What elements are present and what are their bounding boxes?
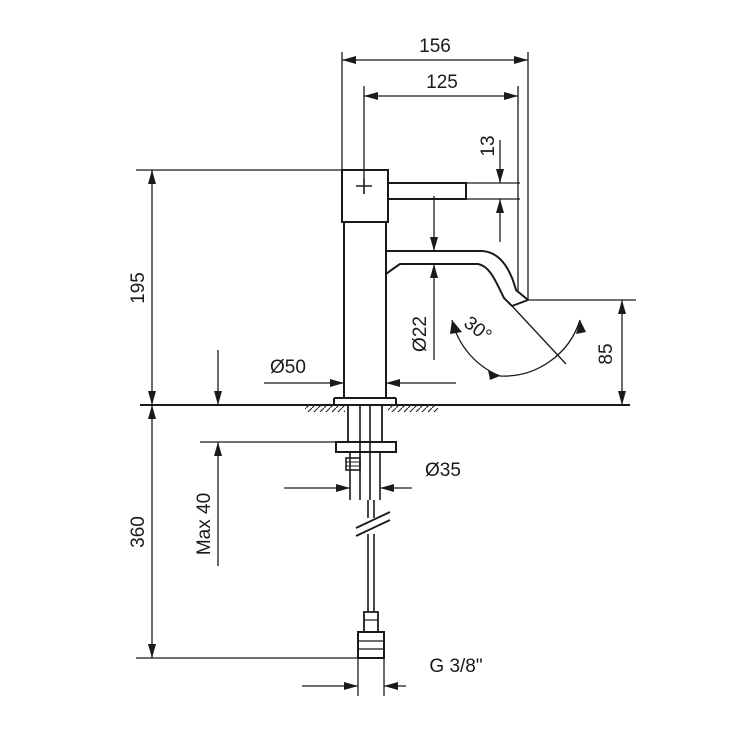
dim-shank-diameter: Ø35 — [425, 460, 461, 481]
mounting-assembly — [335, 405, 397, 659]
faucet-body — [333, 169, 529, 405]
dim-handle-offset: 13 — [478, 135, 499, 156]
countertop — [140, 404, 630, 412]
dim-hose-length: 360 — [128, 516, 149, 548]
dim-base-diameter: Ø50 — [270, 357, 306, 378]
dim-spout-height: 85 — [596, 343, 617, 364]
dim-connection: G 3/8" — [429, 656, 482, 677]
dim-max-thickness: Max 40 — [194, 493, 215, 555]
dim-spout-reach: 125 — [426, 72, 458, 93]
arrowheads — [148, 56, 626, 690]
dim-spout-angle: 30° — [460, 313, 496, 347]
dim-spout-diameter: Ø22 — [410, 316, 431, 352]
dim-total-height: 195 — [128, 272, 149, 304]
dim-overall-width: 156 — [419, 36, 451, 57]
